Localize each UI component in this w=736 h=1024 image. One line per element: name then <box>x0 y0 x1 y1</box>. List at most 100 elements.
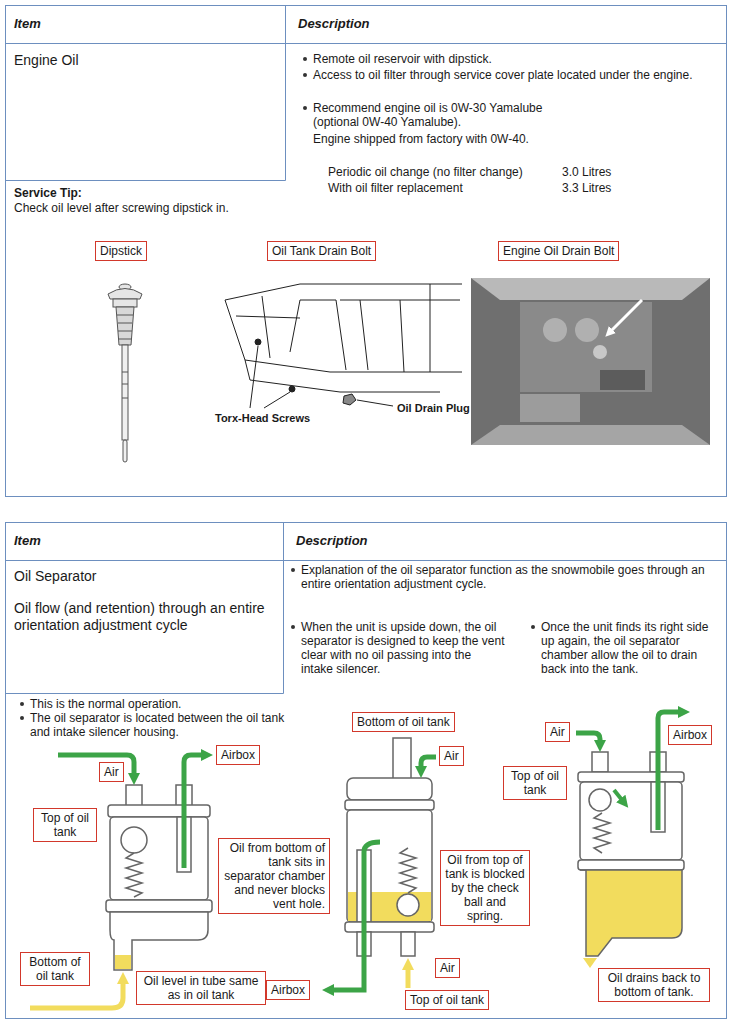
illustration-part <box>578 860 684 870</box>
illustration-part <box>126 853 142 897</box>
illustration-part <box>401 932 415 956</box>
bullet-text: When the unit is upside down, the oil se… <box>301 620 506 676</box>
illustration-part <box>393 738 411 780</box>
bullet-dot <box>20 716 24 720</box>
illustration-part <box>289 386 295 392</box>
illustration-part <box>250 346 258 408</box>
spec-name: With oil filter replacement <box>328 181 463 195</box>
callout-box: Bottom of oil tank <box>352 712 455 732</box>
callout-box: Oil from bottom of tank sits in separato… <box>218 838 330 914</box>
illustration-part <box>592 752 608 772</box>
callout-box: Bottom of oil tank <box>20 952 90 986</box>
illustration-part <box>108 289 142 300</box>
illustration-part <box>123 440 127 462</box>
callout-box: Air <box>439 746 464 766</box>
illustration-part <box>6 523 727 1019</box>
dipstick-drawing <box>108 284 142 462</box>
illustration-part <box>121 827 147 853</box>
illustration-part <box>360 284 430 372</box>
callout-text: Air <box>440 961 455 975</box>
callout-text: Air <box>104 765 119 779</box>
illustration-part <box>117 315 133 316</box>
spec-name: Periodic oil change (no filter change) <box>328 165 523 179</box>
illustration-part <box>264 392 290 408</box>
illustration-part <box>614 790 622 800</box>
illustration-part <box>118 323 132 324</box>
callout-box: Oil from top of tank is blocked by the c… <box>440 850 530 926</box>
callout-box: Dipstick <box>95 241 147 261</box>
callout-box: Oil Tank Drain Bolt <box>267 241 376 261</box>
illustration-part <box>118 331 132 332</box>
illustration-part <box>600 370 645 390</box>
callout-text: Bottom of oil tank <box>357 715 450 729</box>
bullet-dot <box>291 625 295 629</box>
illustration-part <box>255 339 261 345</box>
item-name: Oil Separator <box>14 568 96 584</box>
illustration-part <box>126 785 142 807</box>
illustration-part <box>285 6 286 181</box>
callout-text: Bottom of oil tank <box>25 955 85 983</box>
illustration-part <box>6 180 286 181</box>
bullet-dot <box>20 702 24 706</box>
bullet-text: Access to oil filter through service cov… <box>313 68 713 82</box>
illustration-part <box>580 782 682 860</box>
illustration-part <box>245 360 440 392</box>
item-name: Engine Oil <box>14 52 79 68</box>
illustration-part <box>108 805 210 817</box>
illustration-part <box>583 958 597 968</box>
bullet-text: This is the normal operation. <box>30 697 285 711</box>
illustration-part <box>343 394 356 405</box>
bullet-text: The oil separator is located between the… <box>30 711 285 739</box>
illustration-part <box>345 922 434 932</box>
illustration-part <box>594 813 610 853</box>
illustration-part <box>345 800 434 810</box>
illustration-part <box>406 968 411 988</box>
illustration-part <box>119 339 131 340</box>
oil-tank-drawing <box>225 284 462 408</box>
illustration-part <box>115 955 131 969</box>
illustration-part <box>6 693 284 694</box>
illustration-part <box>578 772 684 782</box>
callout-text: Air <box>550 725 565 739</box>
part-label: Torx-Head Screws <box>215 412 310 425</box>
spec-value: 3.0 Litres <box>562 165 611 179</box>
illustration-part <box>184 755 203 868</box>
callout-text: Airbox <box>673 728 707 742</box>
bullet-dot <box>303 106 307 110</box>
illustration-part <box>6 43 727 44</box>
bullet-dot <box>291 568 295 572</box>
flow-arrows-draining <box>576 712 680 830</box>
illustration-part <box>122 384 128 385</box>
illustration-part <box>6 560 727 561</box>
callout-box: Air <box>545 722 570 742</box>
part-label: Oil Drain Plug <box>397 402 470 415</box>
illustration-part <box>400 848 416 893</box>
illustration-part <box>471 278 710 445</box>
bullet-text: Remote oil reservoir with dipstick. <box>313 52 713 66</box>
illustration-part <box>357 400 393 406</box>
illustration-part <box>576 733 600 742</box>
illustration-part <box>575 318 599 342</box>
bullet-text: Explanation of the oil separator functio… <box>301 563 716 591</box>
callout-box: Airbox <box>266 980 310 1000</box>
callout-box: Airbox <box>668 725 712 745</box>
illustration-part <box>347 778 432 800</box>
illustration-part <box>332 842 380 990</box>
callout-box: Oil level in tube same as in oil tank <box>136 971 266 1005</box>
illustration-part <box>471 425 710 445</box>
bullet-text: Recommend engine oil is 0W-30 Yamalube (… <box>313 101 575 129</box>
illustration-part <box>471 278 710 300</box>
tip-text: Check oil level after screwing dipstick … <box>14 201 229 215</box>
callout-box: Engine Oil Drain Bolt <box>498 241 619 261</box>
illustration-part <box>593 345 607 359</box>
separator-normal <box>106 785 212 970</box>
illustration-part <box>122 398 128 399</box>
callout-box: Top of oil tank <box>33 808 97 842</box>
illustration-part <box>6 6 727 497</box>
callout-text: Oil drains back to bottom of tank. <box>603 971 705 999</box>
callout-box: Airbox <box>216 745 260 765</box>
engine-photo <box>471 278 710 445</box>
illustration-part <box>106 900 212 912</box>
illustration-part <box>116 307 134 345</box>
